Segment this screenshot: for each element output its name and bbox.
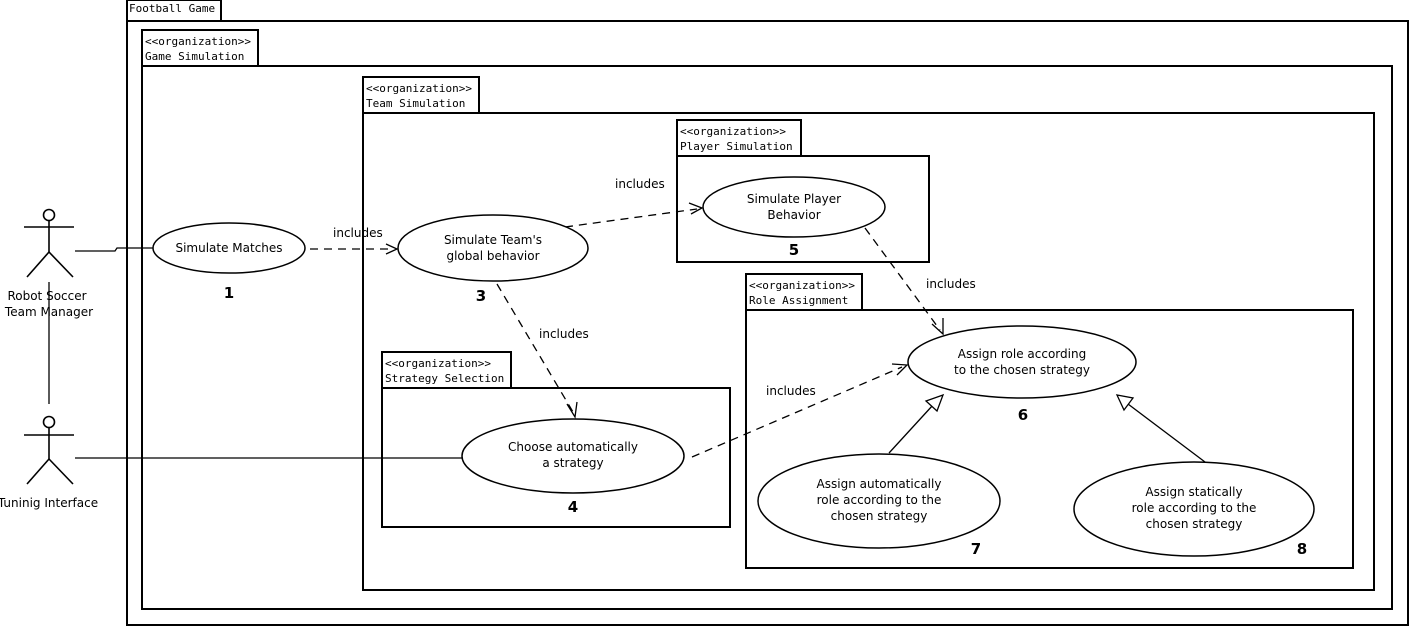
usecase-simulate-player-behavior: Simulate Player Behavior 5 [702, 176, 886, 259]
usecase-label: Simulate Player [747, 192, 841, 206]
include-label: includes [926, 277, 976, 291]
usecase-simulate-matches: Simulate Matches 1 [152, 222, 306, 302]
usecase-assign-role: Assign role according to the chosen stra… [907, 325, 1137, 424]
include-labels: includes includes includes includes incl… [333, 177, 976, 398]
usecase-assign-automatically: Assign automatically role according to t… [757, 453, 1001, 558]
usecase-label: Assign statically [1145, 485, 1242, 499]
include-label: includes [539, 327, 589, 341]
actor-robot-soccer-team-manager: Robot Soccer Team Manager [4, 208, 93, 319]
actor-head [42, 208, 56, 222]
association-manager-simulate-matches [75, 247, 153, 252]
package-stereotype: <<organization>> [680, 125, 786, 138]
generalization-8-6 [1127, 403, 1206, 463]
usecase-label: Assign automatically [817, 477, 942, 491]
generalization-triangle [1115, 394, 1135, 412]
usecase-number: 8 [1297, 540, 1307, 558]
package-label: Player Simulation [680, 140, 793, 153]
package-label: Strategy Selection [385, 372, 504, 385]
arrowhead [688, 202, 704, 215]
usecase-label: chosen strategy [1146, 517, 1243, 531]
include-dependencies [310, 202, 944, 458]
package-stereotype: <<organization>> [385, 357, 491, 370]
actor-name: Team Manager [4, 305, 93, 319]
usecase-label: Choose automatically [508, 440, 638, 454]
usecase-label: a strategy [542, 456, 603, 470]
package-stereotype: <<organization>> [749, 279, 855, 292]
usecase-assign-statically: Assign statically role according to the … [1073, 461, 1315, 558]
associations [48, 247, 462, 459]
usecase-number: 1 [224, 284, 234, 302]
generalization-7-6 [888, 404, 934, 454]
usecase-label: role according to the [817, 493, 942, 507]
include-arrow-4-6 [691, 366, 903, 458]
arrowhead [566, 401, 578, 419]
package-label: Football Game [129, 2, 215, 15]
package-label: Team Simulation [366, 97, 465, 110]
actor-name: Robot Soccer [7, 289, 86, 303]
include-label: includes [766, 384, 816, 398]
arrowhead [385, 243, 399, 255]
usecase-number: 6 [1018, 406, 1028, 424]
usecase-label: chosen strategy [831, 509, 928, 523]
include-arrow-3-4 [496, 283, 574, 413]
package-label: Role Assignment [749, 294, 848, 307]
package-stereotype: <<organization>> [145, 35, 251, 48]
actor-name: Tuninig Interface [0, 496, 98, 510]
arrowhead [891, 363, 909, 376]
generalization-triangle [924, 393, 945, 413]
usecase-number: 3 [476, 287, 486, 305]
usecase-label: role according to the [1132, 501, 1257, 515]
usecase-number: 4 [568, 498, 578, 516]
actor-tuning-interface: Tuninig Interface [0, 415, 98, 510]
actor-head [42, 415, 56, 429]
generalizations [888, 393, 1206, 463]
arrowhead [931, 318, 944, 336]
usecase-label: Behavior [767, 208, 820, 222]
usecase-label: Assign role according [958, 347, 1086, 361]
include-label: includes [615, 177, 665, 191]
usecase-label: Simulate Matches [175, 241, 282, 255]
include-label: includes [333, 226, 383, 240]
usecase-number: 7 [971, 540, 981, 558]
usecase-label: to the chosen strategy [954, 363, 1090, 377]
usecase-label: Simulate Team's [444, 233, 542, 247]
package-label: Game Simulation [145, 50, 244, 63]
usecase-label: global behavior [446, 249, 539, 263]
usecase-number: 5 [789, 241, 799, 259]
usecase-choose-strategy: Choose automatically a strategy 4 [461, 418, 685, 516]
usecase-simulate-team-behavior: Simulate Team's global behavior 3 [397, 214, 589, 305]
include-arrow-5-6 [864, 227, 941, 331]
package-stereotype: <<organization>> [366, 82, 472, 95]
